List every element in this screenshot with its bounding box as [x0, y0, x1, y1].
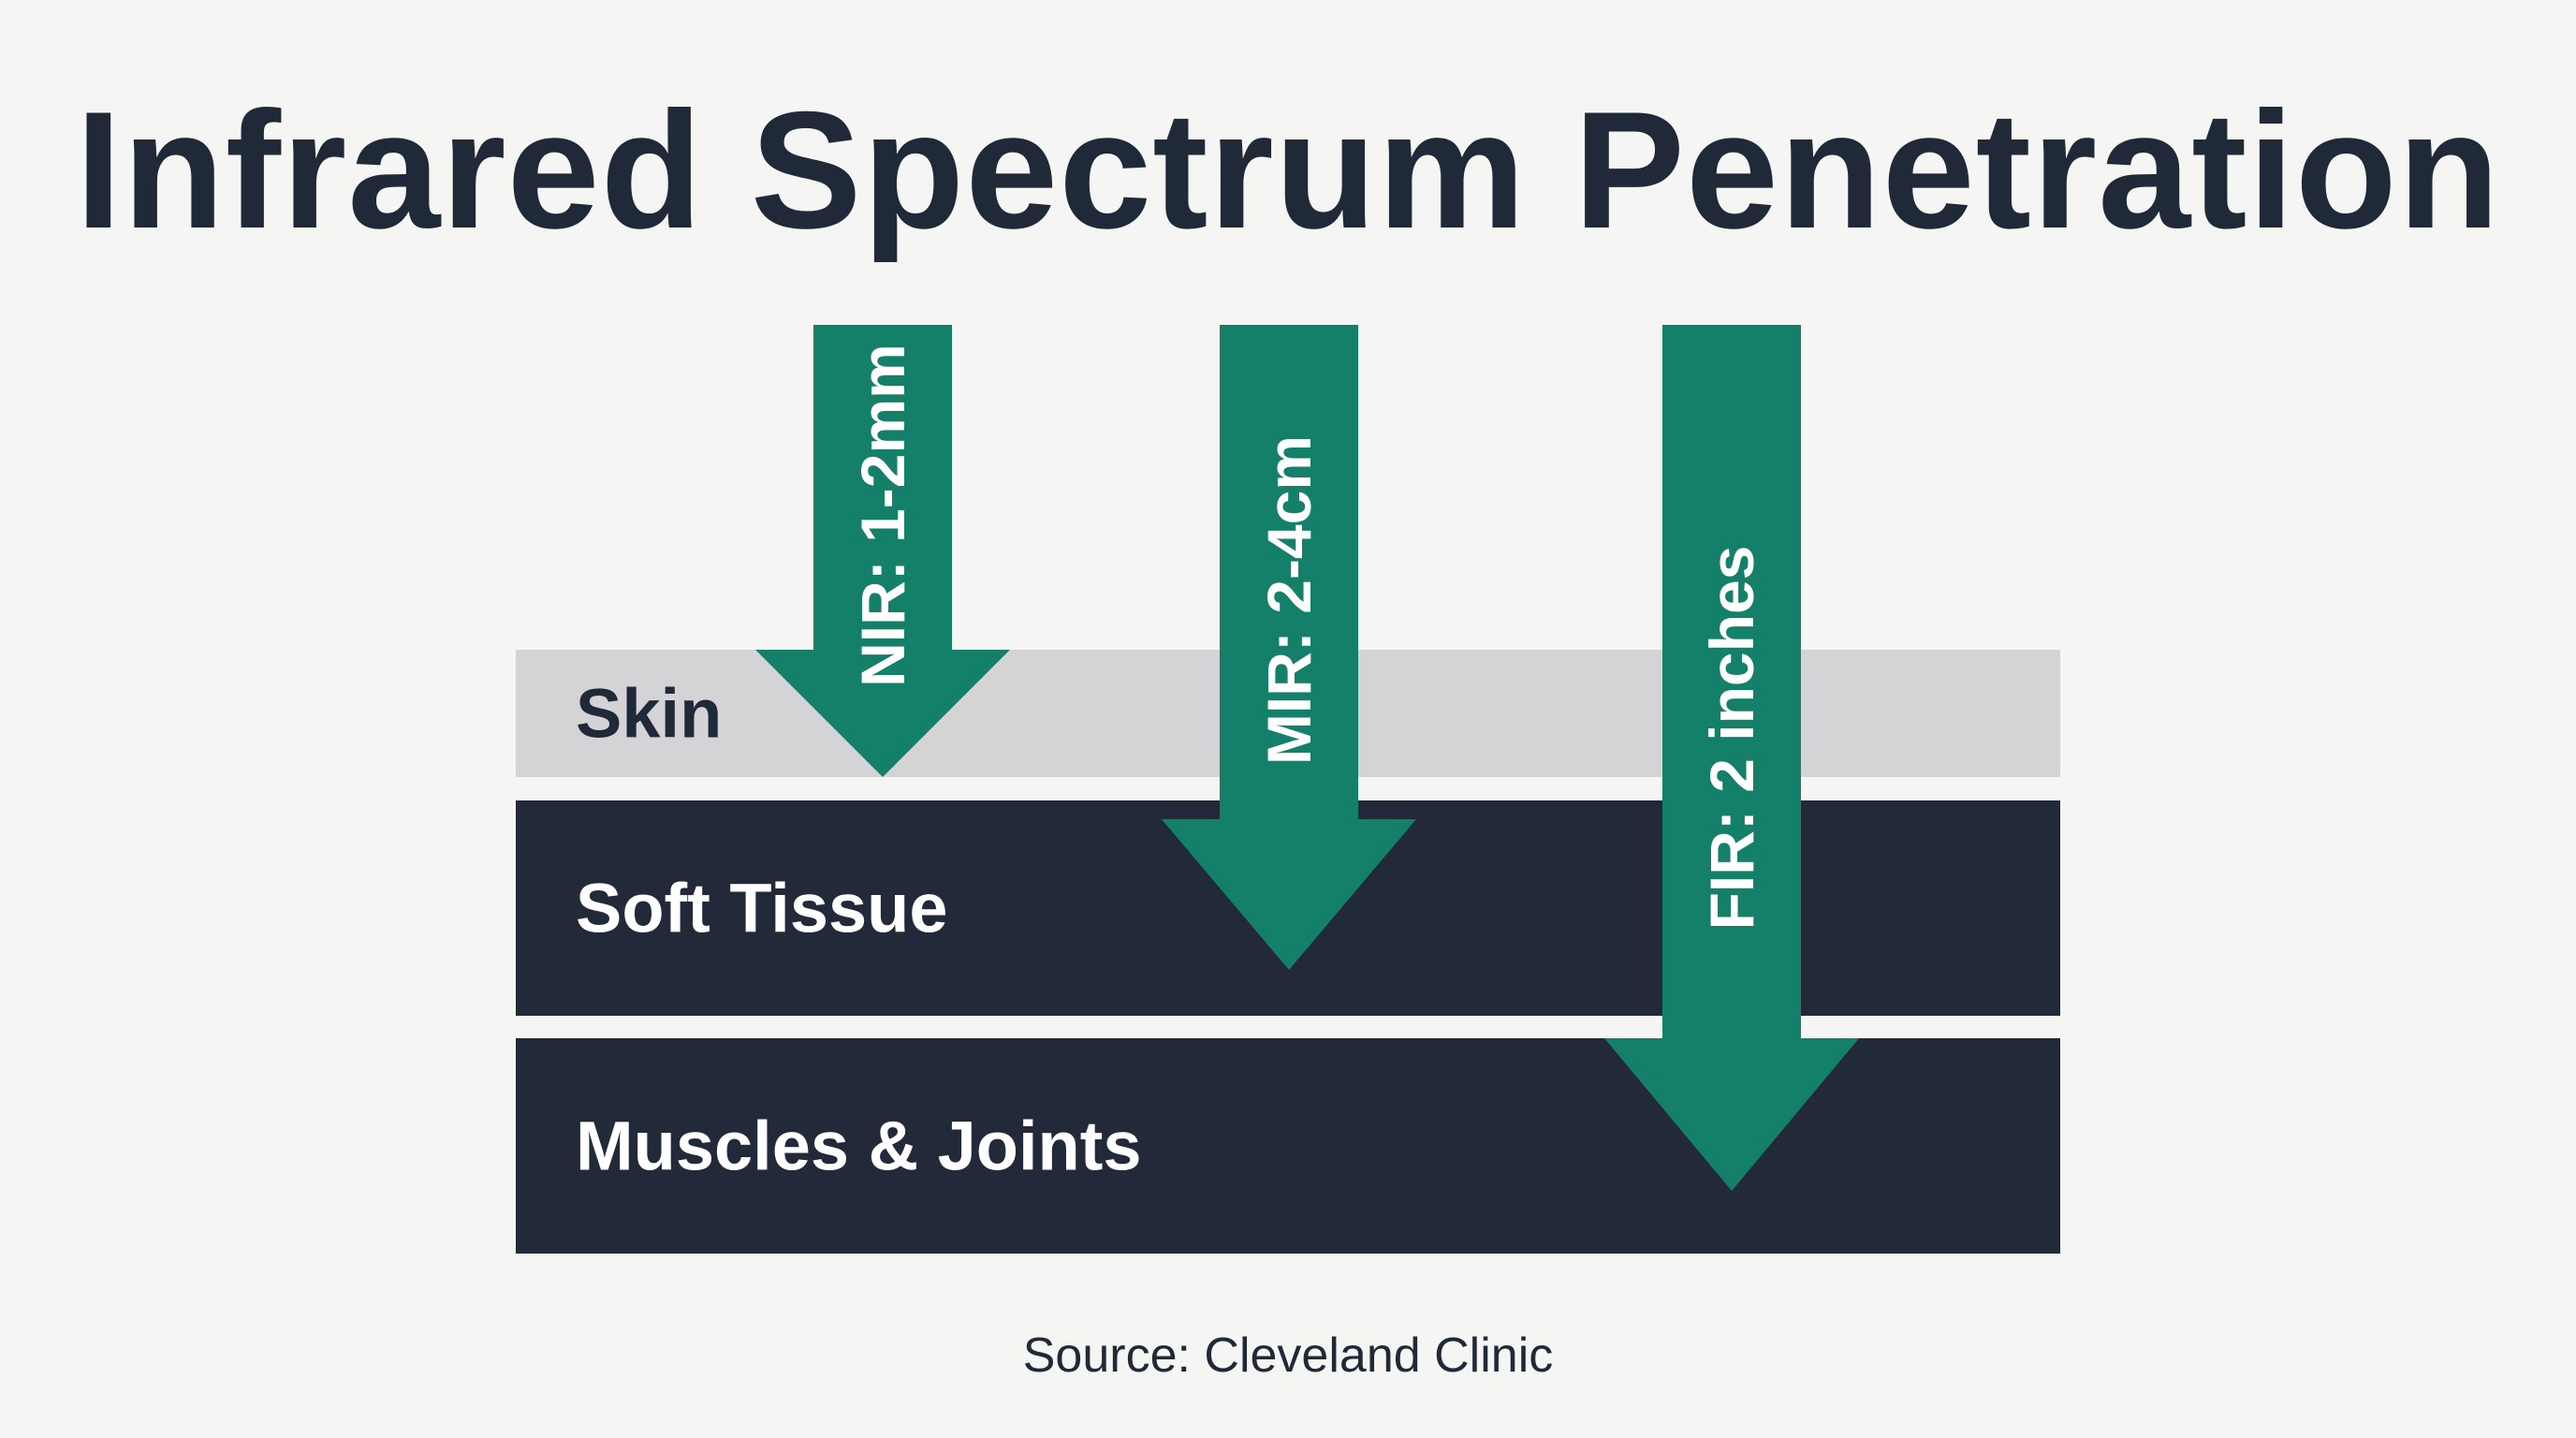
layer-label: Skin: [576, 675, 722, 753]
arrow-label: MIR: 2-4cm: [1254, 435, 1324, 765]
arrow-nir: NIR: 1-2mm: [755, 325, 1010, 777]
arrow-label: NIR: 1-2mm: [848, 344, 917, 687]
source-caption: Source: Cleveland Clinic: [1022, 1328, 1554, 1383]
arrow-shape: [1604, 325, 1859, 1191]
arrow-fir: FIR: 2 inches: [1604, 325, 1859, 1191]
penetration-arrows: NIR: 1-2mm MIR: 2-4cm FIR: 2 inches: [755, 325, 1859, 1191]
arrow-label: FIR: 2 inches: [1697, 546, 1766, 931]
layer-label: Muscles & Joints: [576, 1108, 1142, 1185]
arrow-shape: [755, 325, 1010, 777]
layer-label: Soft Tissue: [576, 870, 948, 947]
arrow-mir: MIR: 2-4cm: [1162, 325, 1416, 970]
arrow-shape: [1162, 325, 1416, 970]
page-title: Infrared Spectrum Penetration: [75, 77, 2501, 263]
layer-muscles-joints: Muscles & Joints: [516, 1038, 2060, 1254]
